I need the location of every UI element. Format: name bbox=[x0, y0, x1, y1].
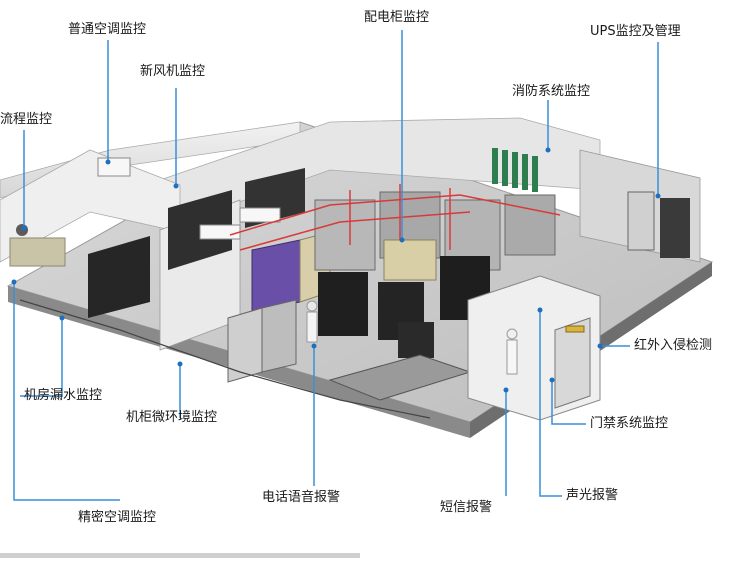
leader-lines bbox=[13, 30, 659, 501]
access-room-person bbox=[506, 328, 518, 375]
label-sound-light: 声光报警 bbox=[566, 488, 619, 503]
access-door bbox=[554, 317, 591, 409]
label-ups: UPS监控及管理 bbox=[590, 24, 681, 39]
front-railing bbox=[19, 299, 431, 419]
label-sms: 短信报警 bbox=[440, 500, 493, 515]
ups-room-cabinet-1 bbox=[627, 191, 655, 251]
beige-box bbox=[383, 239, 437, 281]
leader-dots bbox=[11, 147, 661, 393]
leader-access bbox=[551, 380, 586, 425]
leader-precision-ac bbox=[13, 282, 120, 501]
wall-ac-1 bbox=[97, 157, 131, 177]
label-access: 门禁系统监控 bbox=[590, 416, 669, 431]
label-ac-monitor: 普通空调监控 bbox=[68, 22, 147, 37]
ups-cabinet-1 bbox=[318, 272, 368, 336]
label-phone-alarm: 电话语音报警 bbox=[262, 490, 341, 505]
label-fire: 消防系统监控 bbox=[512, 84, 591, 99]
fire-cylinders bbox=[492, 148, 538, 192]
cable-trays bbox=[229, 184, 561, 251]
bottom-scroll-bar bbox=[0, 553, 360, 558]
office-desk bbox=[9, 237, 66, 267]
wall-ac-2 bbox=[199, 224, 241, 240]
label-rack-env: 机柜微环境监控 bbox=[126, 410, 218, 425]
distribution-cabinet-2 bbox=[261, 299, 297, 373]
leader-sound-light bbox=[539, 310, 562, 497]
wall-ac-3 bbox=[239, 207, 281, 223]
leader-leak bbox=[20, 318, 63, 397]
precision-ac-unit bbox=[88, 236, 150, 318]
office-person bbox=[16, 224, 28, 236]
label-infrared: 红外入侵检测 bbox=[634, 338, 713, 353]
label-precision-ac: 精密空调监控 bbox=[78, 510, 157, 525]
rack-row-1 bbox=[314, 199, 376, 271]
rack-row-4 bbox=[504, 194, 556, 256]
label-process-monitor: 流程监控 bbox=[0, 112, 53, 127]
ups-room-cabinet-2 bbox=[660, 198, 690, 258]
infrared-sensor bbox=[565, 325, 585, 333]
label-fresh-air: 新风机监控 bbox=[140, 64, 206, 79]
technician-figure bbox=[306, 300, 318, 343]
label-power-cabinet: 配电柜监控 bbox=[364, 10, 430, 25]
ups-cabinet-4 bbox=[398, 322, 434, 358]
distribution-cabinet bbox=[227, 307, 263, 383]
label-leak: 机房漏水监控 bbox=[24, 388, 103, 403]
